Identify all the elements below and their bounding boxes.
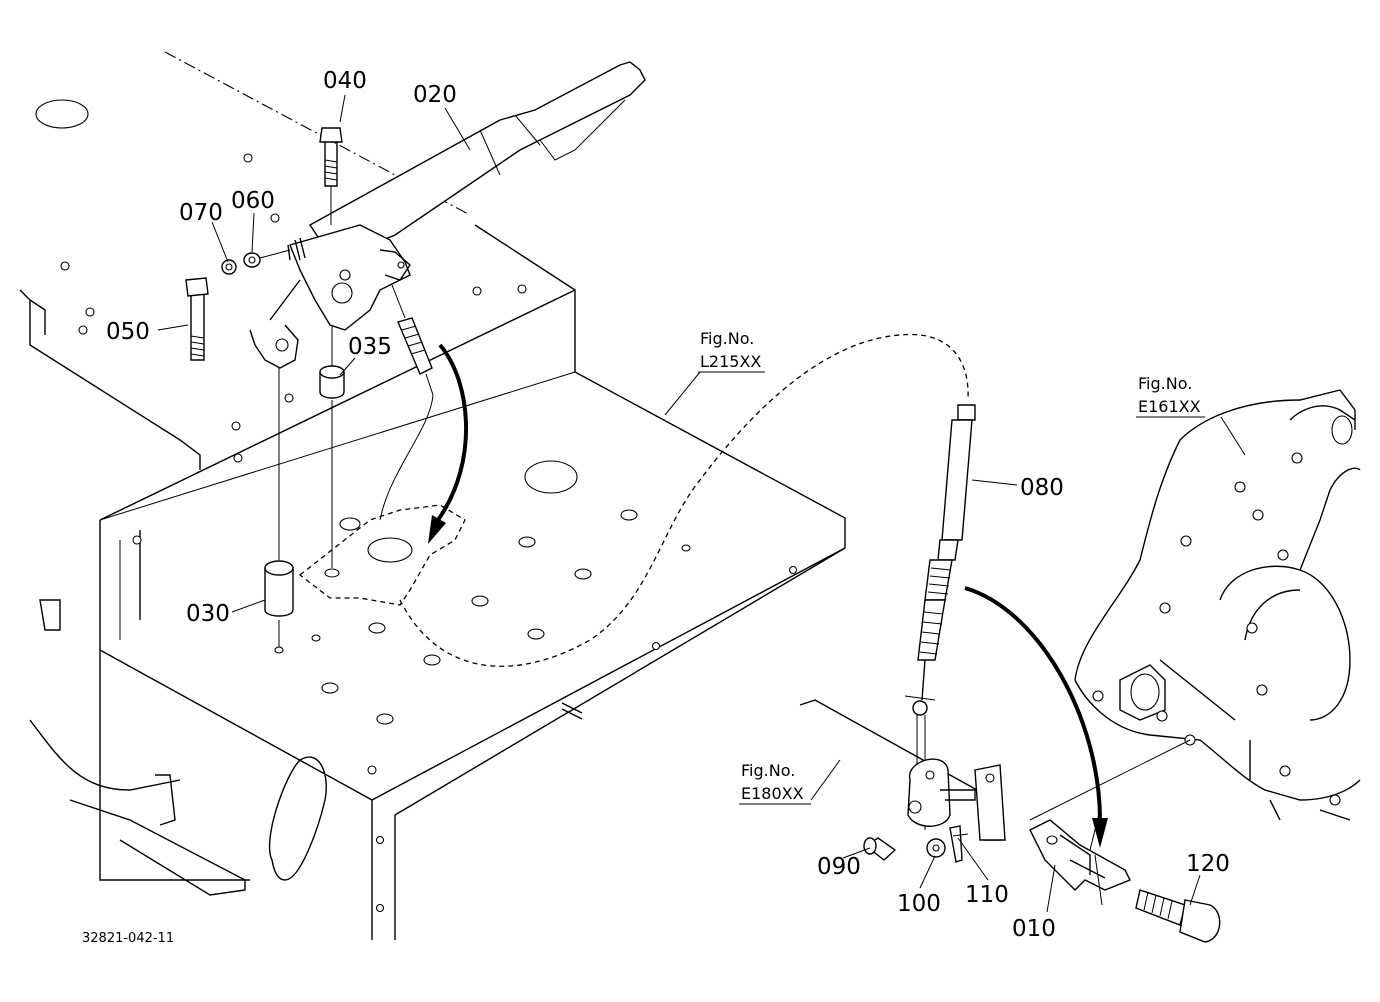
brake-cable-080	[399, 333, 976, 830]
bolt-120	[1135, 889, 1221, 943]
cable-end-upper	[379, 284, 434, 521]
label-020: 020	[413, 82, 457, 108]
figure-ref-label: Fig.No.	[741, 761, 795, 780]
label-035: 035	[348, 334, 392, 360]
curved-arrow-upper	[428, 343, 469, 544]
spacer-035	[319, 325, 345, 568]
bolt-050	[185, 277, 209, 361]
lever-base-plate	[298, 504, 466, 606]
leader-lines	[157, 94, 1246, 913]
label-010: 010	[1012, 916, 1056, 942]
figure-ref-e161xx: Fig.No. E161XX	[1136, 374, 1205, 418]
parking-brake-lever	[249, 61, 646, 369]
figure-ref-code: E180XX	[741, 784, 804, 803]
transmission-housing	[1029, 389, 1361, 821]
label-100: 100	[897, 891, 941, 917]
figure-ref-code: E161XX	[1138, 397, 1201, 416]
figure-ref-label: Fig.No.	[1138, 374, 1192, 393]
brake-arm-assembly	[799, 699, 1006, 863]
bolt-040	[319, 127, 343, 225]
label-030: 030	[186, 601, 230, 627]
label-120: 120	[1186, 851, 1230, 877]
label-050: 050	[106, 319, 150, 345]
figure-ref-l215xx: Fig.No. L215XX	[698, 329, 765, 373]
figure-ref-label: Fig.No.	[700, 329, 754, 348]
drawing-code: 32821-042-11	[82, 931, 174, 946]
brake-bracket-010	[1029, 809, 1131, 906]
figure-ref-code: L215XX	[700, 352, 761, 371]
label-090: 090	[817, 854, 861, 880]
label-070: 070	[179, 200, 223, 226]
floor-plate	[19, 51, 527, 470]
label-040: 040	[323, 68, 367, 94]
part-labels: 040 020 060 070 050 035 030 080 090 100 …	[106, 68, 1230, 942]
label-110: 110	[965, 882, 1009, 908]
nut-070-washer-060	[221, 249, 291, 275]
spacer-030	[264, 368, 294, 654]
curved-arrow-lower	[964, 586, 1108, 848]
label-060: 060	[231, 188, 275, 214]
label-080: 080	[1020, 475, 1064, 501]
figure-ref-e180xx: Fig.No. E180XX	[739, 761, 811, 805]
frame-box	[29, 224, 846, 940]
